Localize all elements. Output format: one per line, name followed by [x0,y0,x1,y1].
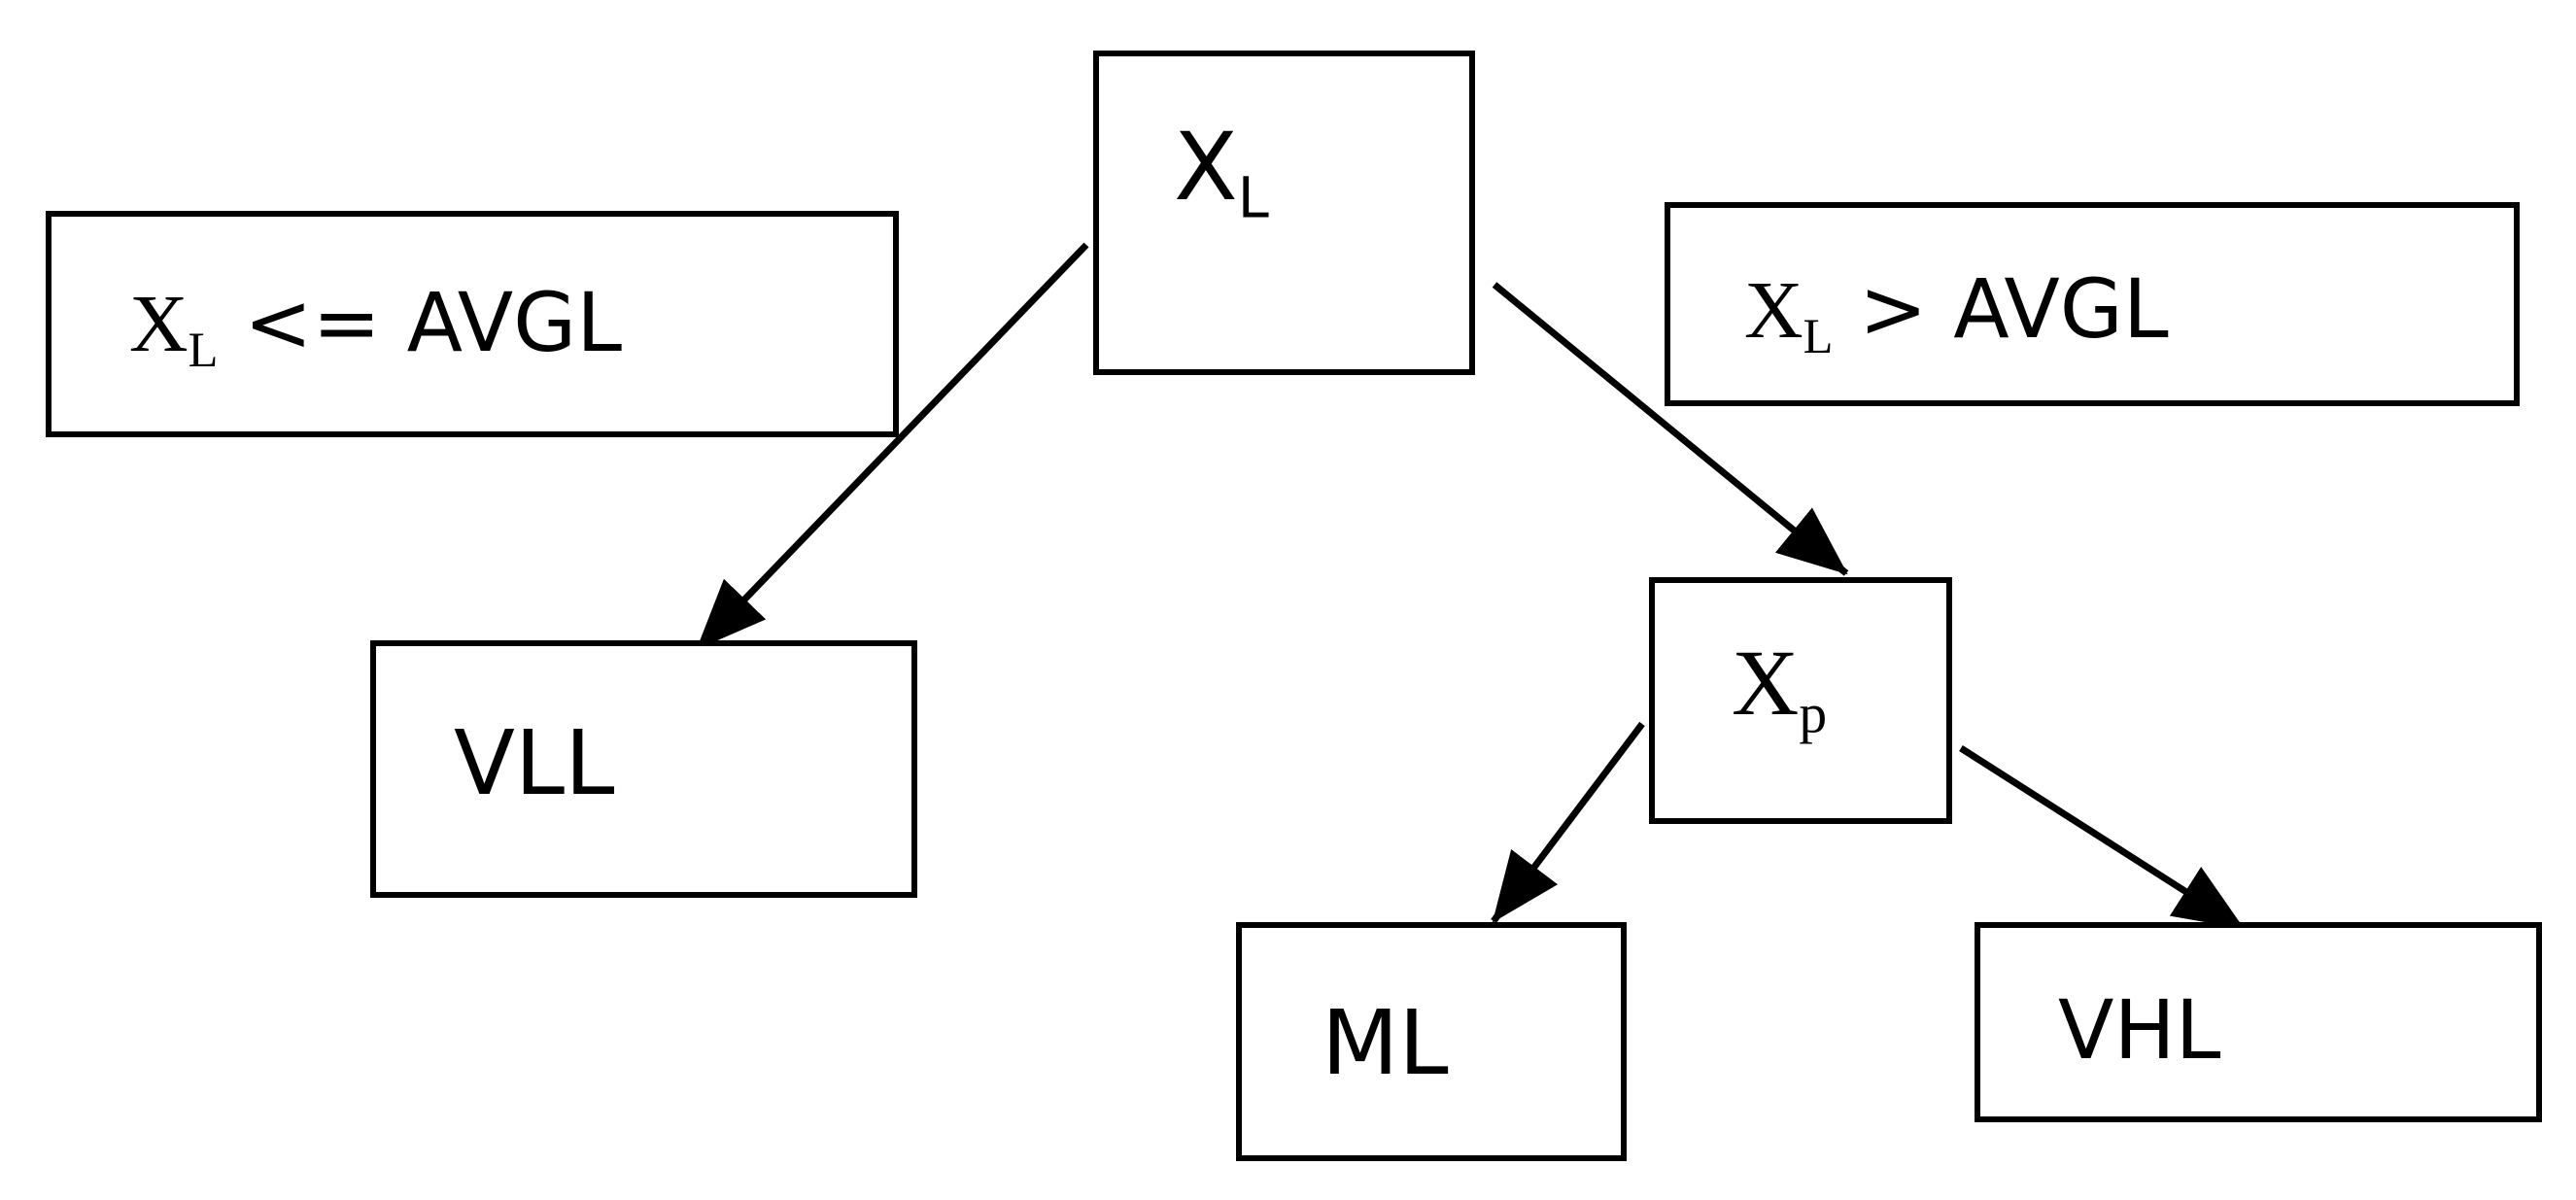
edge-xp-to-ml [1491,721,1645,924]
condition-label-right: XL > AVGL [1744,268,2169,361]
condition-right-variable: X [1744,265,1803,356]
ml-node-label: ML [1322,991,1449,1095]
condition-right-subscript: L [1803,309,1834,364]
condition-left-subscript: L [188,323,219,378]
xp-node-variable: X [1732,631,1800,735]
condition-label-left: XL <= AVGL [129,282,622,375]
xp-node-box [1649,577,1952,824]
condition-box-right [1665,202,2520,406]
root-node-subscript: L [1237,165,1269,231]
root-node-box [1093,51,1475,375]
condition-right-expression: > AVGL [1833,261,2169,357]
root-node-label: XL [1174,120,1269,226]
edge-xp-to-vhl [1959,745,2245,931]
xp-node-subscript: p [1799,683,1828,745]
condition-left-variable: X [129,279,189,369]
vll-node-label: VLL [454,711,615,815]
xp-node-label: Xp [1732,636,1827,742]
vhl-node-label: VHL [2058,982,2221,1078]
vhl-node-box [1975,922,2542,1122]
ml-node-box [1236,922,1627,1161]
vll-node-box [370,640,917,898]
root-node-variable: X [1174,113,1238,222]
condition-left-expression: <= AVGL [218,275,623,370]
condition-box-left [46,211,899,437]
